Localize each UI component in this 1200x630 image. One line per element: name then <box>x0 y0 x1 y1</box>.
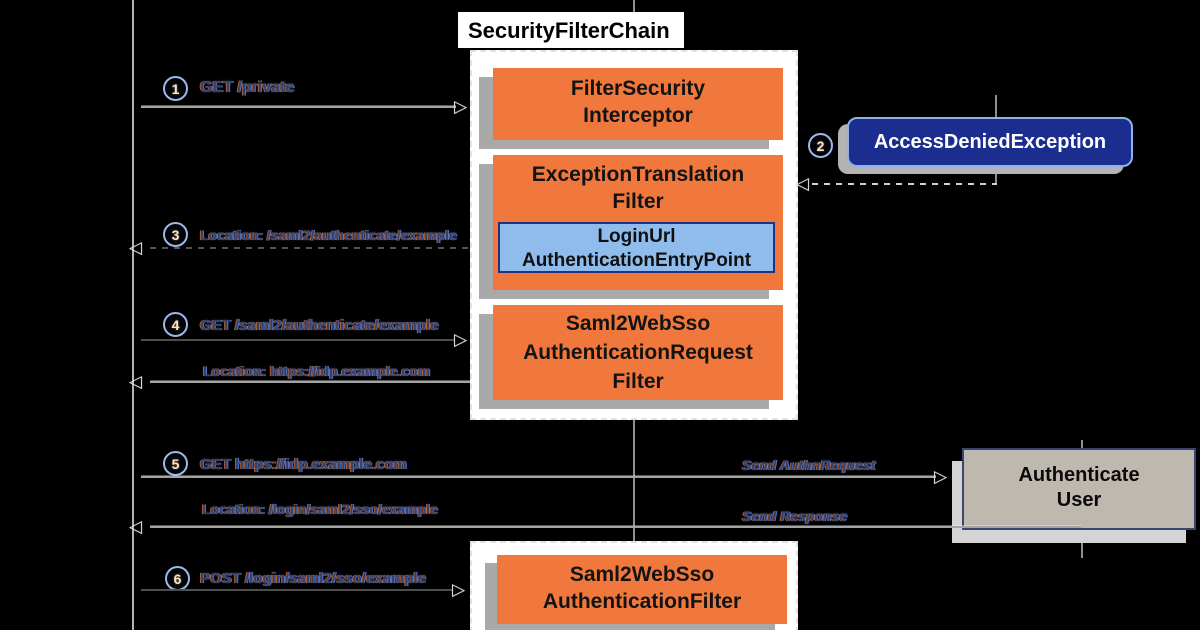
step-4-response-arrow-line <box>150 381 470 383</box>
box-label-line: AuthenticationFilter <box>542 590 742 613</box>
security-filter-chain-title: SecurityFilterChain <box>458 12 684 48</box>
box-label-line: User <box>1056 489 1102 511</box>
box-label-line: Saml2WebSso <box>569 563 715 586</box>
box-label-line: Authenticate <box>1018 464 1140 486</box>
step-5-label: GET https://idp.example.com <box>200 456 407 473</box>
box-label-line: AuthenticationRequest <box>523 341 753 364</box>
box-label-line: LoginUrl <box>597 226 676 247</box>
exception-lifeline-bottom <box>995 167 997 184</box>
filterchain-lifeline-bottom <box>633 420 635 541</box>
saml2-authentication-request-filter-box: Saml2WebSso AuthenticationRequest Filter <box>493 305 783 400</box>
step-6-label: POST /login/saml2/sso/example <box>200 570 426 587</box>
box-label-line: Filter <box>612 370 664 393</box>
send-response-label: Send Response <box>742 508 848 524</box>
box-label-line: FilterSecurity <box>570 77 706 100</box>
arrowhead-right-icon: ▷ <box>934 467 948 486</box>
arrowhead-right-icon: ▷ <box>454 97 468 116</box>
arrowhead-right-icon: ▷ <box>452 580 466 599</box>
step-4-response-label: Location: https://idp.example.com <box>203 363 431 379</box>
step-5-arrow-line <box>141 476 936 478</box>
step-1-arrow-line <box>141 106 456 108</box>
arrowhead-left-icon: ◁ <box>129 517 143 536</box>
step-3-badge: 3 <box>163 222 188 247</box>
login-url-authentication-entry-point-box: LoginUrl AuthenticationEntryPoint <box>498 222 775 273</box>
box-label-line: Interceptor <box>583 104 693 127</box>
filter-security-interceptor-box: FilterSecurity Interceptor <box>493 68 783 140</box>
box-label-line: Filter <box>612 190 664 213</box>
step-4-label: GET /saml2/authenticate/example <box>200 317 439 334</box>
arrowhead-left-icon: ◁ <box>129 238 143 257</box>
box-label-line: AuthenticationEntryPoint <box>521 250 752 271</box>
box-label-line: ExceptionTranslation <box>531 163 745 186</box>
step-5-response-label: Location: /login/saml2/sso/example <box>202 501 438 517</box>
step-6-arrow-line <box>141 589 453 591</box>
step-3-label: Location: /saml2/authenticate/example <box>200 227 457 243</box>
step-1-badge: 1 <box>163 76 188 101</box>
access-denied-exception-box: AccessDeniedException <box>847 117 1133 167</box>
arrowhead-left-icon: ◁ <box>129 372 143 391</box>
saml2-authentication-filter-box: Saml2WebSso AuthenticationFilter <box>497 555 787 624</box>
step-4-badge: 4 <box>163 312 188 337</box>
exception-lifeline-top <box>995 95 997 117</box>
arrowhead-right-icon: ▷ <box>454 330 468 349</box>
idp-lifeline-bottom <box>1081 530 1083 558</box>
filterchain-lifeline-top <box>633 0 635 13</box>
step-2-arrow-line <box>812 183 997 185</box>
step-4-arrow-line <box>141 339 455 341</box>
send-authn-request-label: Send AuthnRequest <box>742 457 876 473</box>
authenticate-user-box: Authenticate User <box>962 448 1196 530</box>
step-6-badge: 6 <box>165 566 190 591</box>
step-2-badge: 2 <box>808 133 833 158</box>
arrowhead-left-icon: ◁ <box>796 174 810 193</box>
step-5-badge: 5 <box>163 451 188 476</box>
box-label-line: Saml2WebSso <box>565 312 711 335</box>
browser-lifeline <box>132 0 134 630</box>
step-1-label: GET /private <box>200 79 295 96</box>
idp-lifeline-top <box>1081 440 1083 448</box>
step-3-arrow-line <box>150 247 470 249</box>
step-5-response-arrow-line <box>150 526 1081 528</box>
